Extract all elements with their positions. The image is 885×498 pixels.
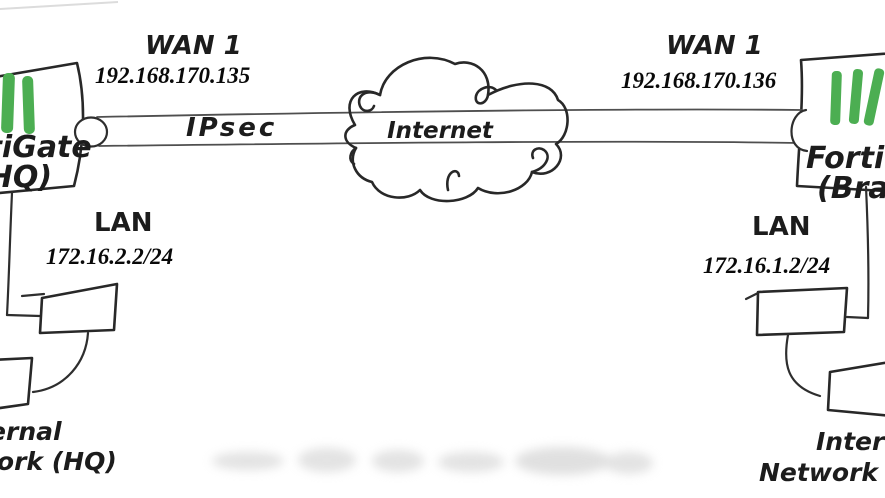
- branch-lan-link: [744, 185, 885, 417]
- tunnel-line-bottom: [98, 140, 800, 147]
- branch-device-name: FortiGate: [806, 141, 885, 176]
- internet-cloud-icon: [344, 56, 569, 203]
- hq-wan-port-loop: [73, 116, 109, 148]
- cloud-curl: [445, 169, 461, 192]
- hq-lan-label: LAN: [94, 208, 153, 238]
- hq-switch-flick: [20, 292, 46, 298]
- branch-wan-port-loop: [790, 108, 809, 153]
- hq-lan-ip: 172.16.2.2/24: [46, 244, 174, 269]
- branch-lan-label: LAN: [752, 212, 811, 242]
- branch-device-site: (Branch): [817, 171, 885, 206]
- branch-led-bars-icon: [830, 68, 885, 126]
- branch-wan-ip: 192.168.170.136: [621, 68, 777, 93]
- led-bar: [848, 69, 864, 124]
- led-bar: [1, 72, 15, 134]
- tunnel-line-top: [96, 108, 803, 118]
- hq-device-site: (HQ): [0, 160, 53, 195]
- cloud-outline: [344, 56, 569, 203]
- hq-lan-arc: [31, 331, 90, 394]
- led-bar: [22, 75, 35, 134]
- branch-network-label-line2: Network (Branch): [759, 458, 885, 487]
- branch-lan-line: [864, 185, 870, 320]
- hq-device-name: FortiGate: [0, 130, 92, 165]
- branch-lan-stub: [845, 315, 870, 320]
- cloud-curl: [357, 91, 382, 113]
- branch-wan-label: WAN 1: [666, 31, 763, 61]
- led-bar: [830, 70, 842, 126]
- hq-wan-ip: 192.168.170.135: [95, 63, 251, 88]
- cloud-curl: [530, 147, 549, 174]
- branch-lan-ip: 172.16.1.2/24: [703, 253, 831, 278]
- led-bar: [863, 68, 885, 126]
- hq-lan-link: [0, 191, 119, 410]
- hq-switch-icon: [38, 282, 119, 335]
- branch-network-label-line1: Internal: [816, 427, 885, 456]
- ipsec-tunnel-label: IPsec: [186, 113, 278, 143]
- hq-internal-network-box: [0, 356, 34, 410]
- cloud-curl: [474, 85, 498, 105]
- hq-network-label-line1: Internal: [0, 417, 62, 446]
- hq-lan-stub: [5, 313, 42, 318]
- ipsec-tunnel-lines: [96, 108, 803, 147]
- hq-network-label-line2: Network (HQ): [0, 447, 117, 476]
- branch-internal-network-box: [826, 361, 885, 417]
- hq-lan-line: [5, 191, 14, 317]
- hq-led-bars-icon: [1, 72, 35, 134]
- cloud-curl: [349, 146, 358, 166]
- branch-lan-arc: [785, 333, 822, 398]
- faint-artifact-line: [0, 1, 119, 10]
- branch-switch-icon: [755, 286, 849, 337]
- hq-wan-label: WAN 1: [145, 31, 242, 61]
- internet-cloud-label: Internet: [387, 118, 493, 144]
